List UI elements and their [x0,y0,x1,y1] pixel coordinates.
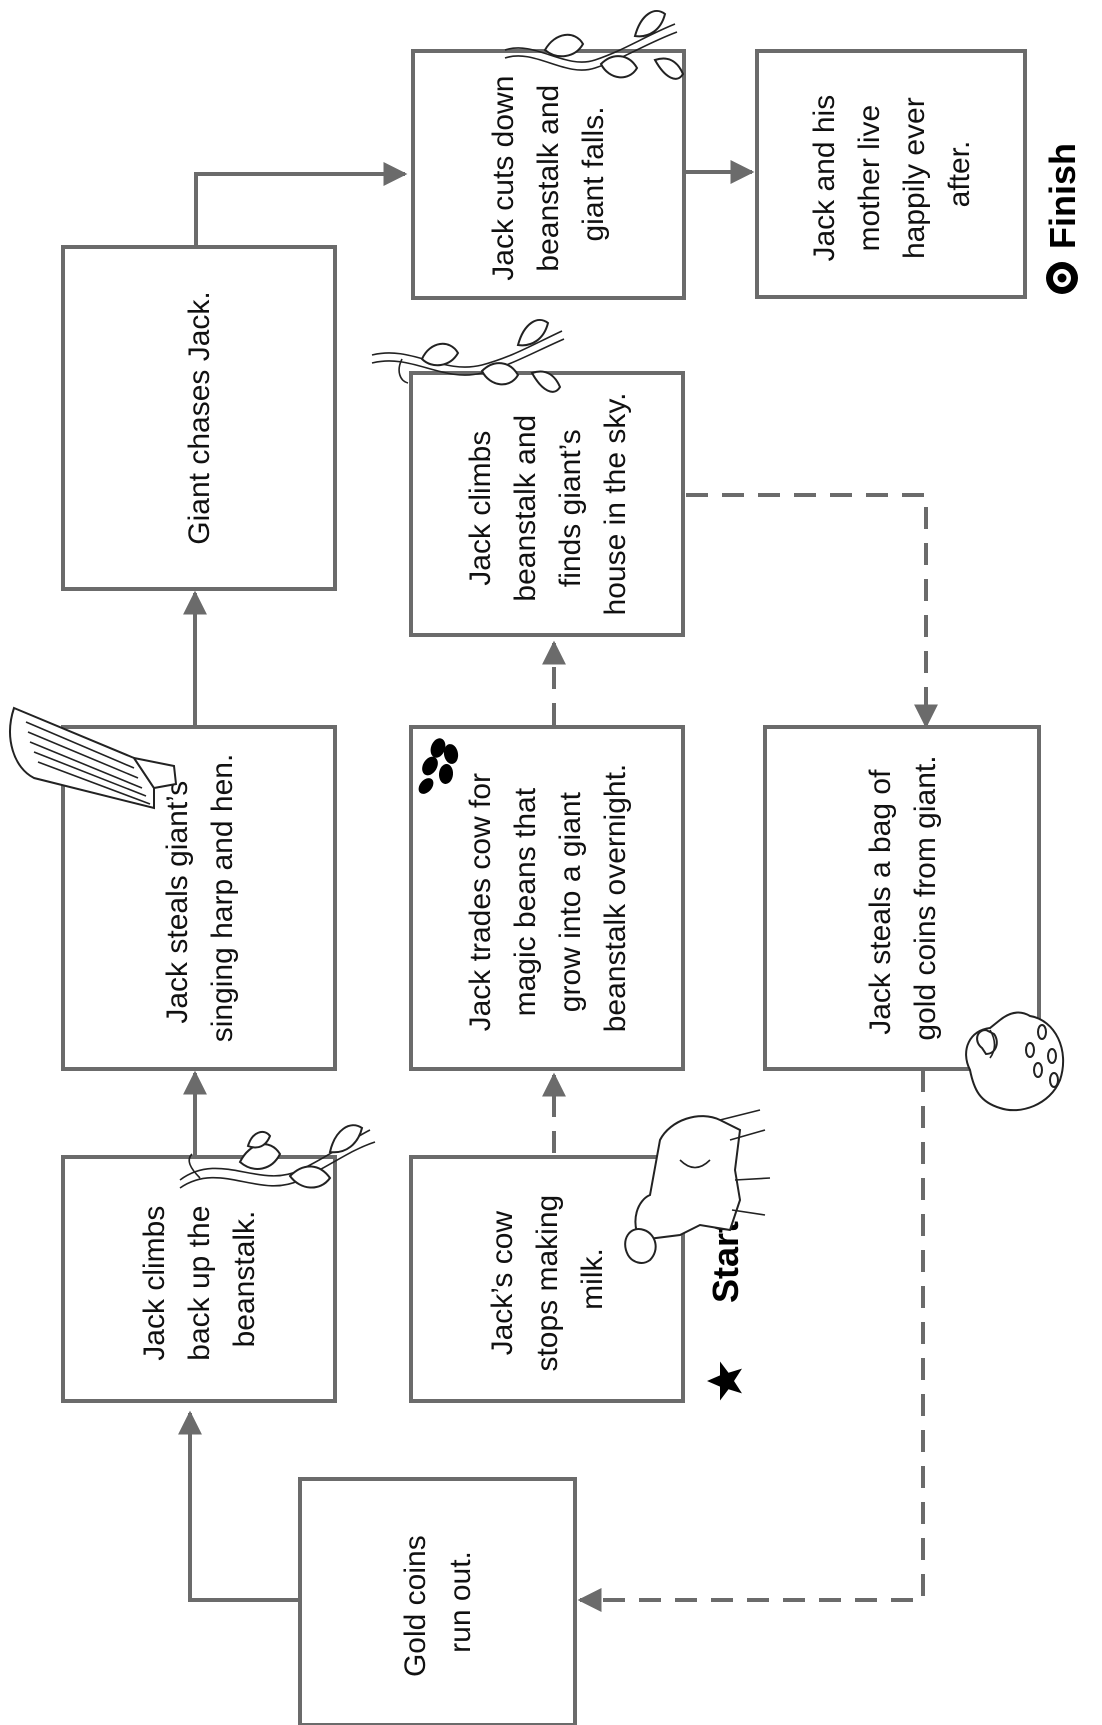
box-text-line: after. [943,141,976,208]
start-label: Start [705,1221,746,1303]
beanstalk-icon [179,1124,376,1189]
arrow-house-to-coins [686,493,938,729]
target-icon [1046,262,1078,294]
box-text-line: Gold coins [399,1535,432,1677]
box-text-line: Jack steals giant’s [161,781,194,1024]
svg-text:Jack steals a bag of g: Jack steals a bag of gold coins from gia… [864,755,942,1040]
box-text-line: Jack trades cow for [464,773,497,1031]
box-cuts-down: Jack cuts down beanstalk and giant falls… [411,49,686,300]
box-text-line: milk. [576,1248,609,1310]
svg-text:Gold coins run out.: Gold coins run out. [399,1527,477,1677]
box-finds-house: Jack climbs beanstalk and finds giant’s … [409,371,685,637]
box-text-line: run out. [444,1551,477,1653]
box-text-line: giant falls. [577,106,610,241]
box-text-line: Giant chases Jack. [183,291,216,544]
box-coins-run-out: Gold coins run out. [298,1477,577,1725]
box-cow-stops: Jack’s cow stops making milk. [409,1155,685,1403]
box-happily-ever-after: Jack and his mother live happily ever af… [755,49,1027,299]
svg-text:Jack and his mother li: Jack and his mother live happily ever af… [808,86,976,261]
start-marker: Start [705,1221,746,1401]
coin-bag-icon [965,1011,1065,1112]
box-text-line: singing harp and hen. [206,754,239,1043]
box-text-line: happily ever [898,97,931,259]
box-text-line: house in the sky. [599,393,632,616]
box-text-line: finds giant’s [554,429,587,587]
svg-text:Jack steals giant’s si: Jack steals giant’s singing harp and hen… [161,754,239,1043]
arrow-runout-to-climb [178,1410,298,1602]
box-text-line: Jack’s cow [486,1211,519,1356]
svg-text:Jack cuts down beansta: Jack cuts down beanstalk and giant falls… [487,67,610,280]
connectors [178,160,938,1612]
box-trades-cow: Jack trades cow for magic beans that gro… [409,725,685,1071]
svg-text:Jack climbs beanstalk: Jack climbs beanstalk and finds giant’s … [464,393,632,616]
finish-label: Finish [1042,143,1083,249]
arrow-coins-to-runout [577,1070,925,1612]
box-text-line: stops making [531,1195,564,1372]
box-text-line: beanstalk and [509,415,542,602]
box-text-line: beanstalk. [228,1211,261,1348]
box-text-line: magic beans that [509,787,542,1016]
harp-icon [9,706,178,810]
box-text-line: Jack steals a bag of [864,769,897,1035]
finish-marker: Finish [1042,143,1083,294]
box-text-line: beanstalk and [532,85,565,272]
box-text-line: back up the [183,1206,216,1361]
svg-text:Jack trades cow for ma: Jack trades cow for magic beans that gro… [464,764,632,1033]
box-text-line: Jack cuts down [487,76,520,281]
star-icon [707,1361,742,1401]
box-text-line: Jack climbs [138,1206,171,1361]
beanstalk-icon [504,9,685,80]
arrow-chase-to-cut [194,162,408,245]
box-text-line: beanstalk overnight. [599,764,632,1033]
box-text-line: mother live [853,105,886,252]
box-text-line: Jack and his [808,95,841,262]
box-climb-back: Jack climbs back up the beanstalk. [61,1155,337,1403]
svg-text:Jack climbs back up th: Jack climbs back up the beanstalk. [138,1197,261,1360]
box-steals-coins: Jack steals a bag of gold coins from gia… [763,725,1041,1071]
cow-icon [624,1109,771,1264]
box-text-line: Jack climbs [464,431,497,586]
svg-text:Giant chases Jack.: Giant chases Jack. [183,291,216,544]
box-text-line: grow into a giant [554,791,587,1012]
svg-text:Jack’s cow stops makin: Jack’s cow stops making milk. [486,1186,609,1371]
beans-icon [418,738,459,794]
box-text-line: gold coins from giant. [909,755,942,1040]
box-giant-chases: Giant chases Jack. [61,245,337,591]
beanstalk-icon [371,318,565,393]
